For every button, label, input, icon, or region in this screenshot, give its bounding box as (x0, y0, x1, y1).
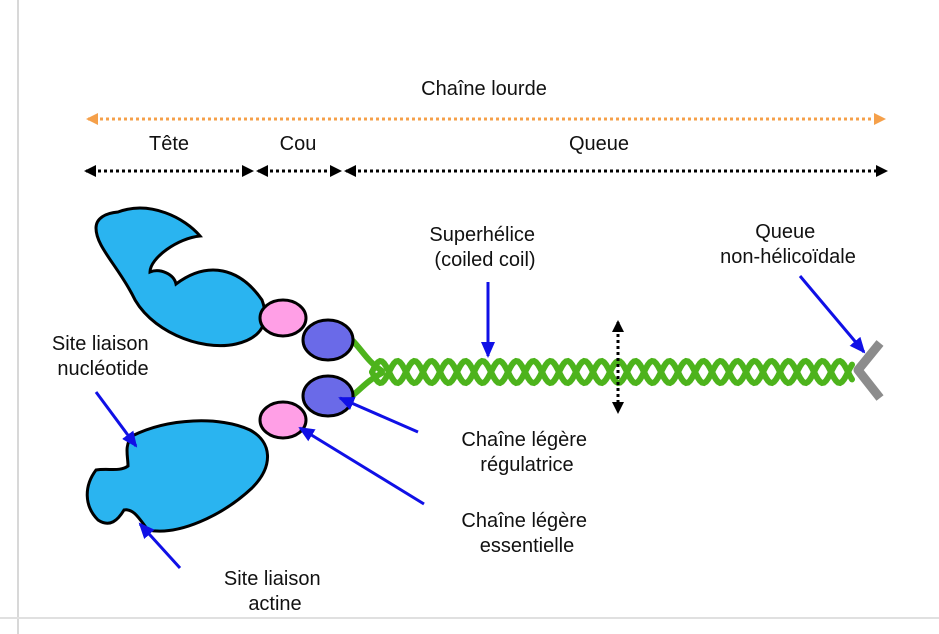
lower-neck-junction (349, 370, 385, 399)
lower-essential-light-chain (258, 400, 308, 440)
actin-site-label-line1: Site liaison (224, 568, 321, 590)
lower-motor-head (85, 419, 269, 533)
coiled-coil-label: Superhélice (coiled coil) (429, 224, 540, 271)
nucleotide-site-label: Site liaison nucléotide (52, 333, 154, 380)
lower-regulatory-light-chain (301, 374, 355, 418)
coiled-coil-label-line1: Superhélice (429, 224, 535, 246)
essential-lc-label-line1: Chaîne légère (461, 510, 587, 532)
nonhelical-tail (853, 340, 884, 401)
coiled-coil-label-line2: (coiled coil) (434, 249, 535, 271)
neck-label: Cou (280, 133, 317, 155)
regulatory-lc-pointer (338, 396, 419, 434)
coiled-coil (349, 337, 855, 399)
regulatory-lc-label-line2: régulatrice (480, 454, 573, 476)
actin-site-label: Site liaison actine (224, 568, 326, 615)
upper-regulatory-light-chain (301, 318, 355, 362)
regulatory-lc-label-line1: Chaîne légère (461, 429, 587, 451)
regulatory-light-chain-label: Chaîne légère régulatrice (461, 429, 592, 476)
heavy-chain-label: Chaîne lourde (421, 78, 547, 100)
nucleotide-site-pointer (94, 391, 138, 448)
nonhelical-tail-label: Queue non-hélicoïdale (720, 221, 856, 268)
essential-lc-pointer (298, 426, 425, 506)
tail-label: Queue (569, 133, 629, 155)
upper-essential-light-chain (258, 298, 308, 338)
essential-light-chain-label: Chaîne légère essentielle (461, 510, 592, 557)
actin-site-label-line2: actine (248, 593, 301, 615)
nucleotide-site-label-line2: nucléotide (57, 358, 148, 380)
upper-neck-junction (349, 337, 385, 374)
head-label: Tête (149, 133, 189, 155)
essential-lc-label-line2: essentielle (480, 535, 575, 557)
nucleotide-site-label-line1: Site liaison (52, 333, 149, 355)
actin-site-pointer (138, 522, 182, 570)
nonhelical-tail-label-line1: Queue (755, 221, 815, 243)
nonhelical-tail-label-line2: non-hélicoïdale (720, 246, 856, 268)
upper-motor-head (94, 206, 267, 348)
nonhelical-tail-pointer (798, 275, 866, 354)
